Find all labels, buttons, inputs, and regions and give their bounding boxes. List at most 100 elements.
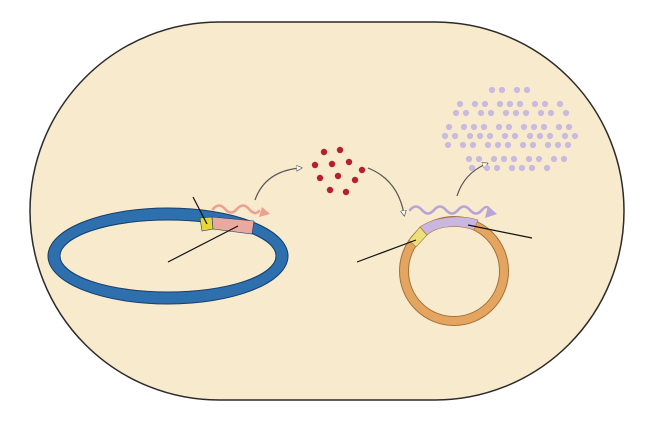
protein-dot-red bbox=[358, 166, 366, 174]
chromosome-outline-outer bbox=[47, 207, 289, 305]
plasmid-pointer-line-right bbox=[467, 224, 533, 239]
protein-dot-lavender bbox=[468, 164, 476, 172]
protein-dot-lavender bbox=[451, 132, 459, 140]
protein-dot-lavender bbox=[522, 109, 530, 117]
protein-dot-lavender bbox=[445, 123, 453, 131]
protein-dot-lavender bbox=[519, 141, 527, 149]
protein-dot-lavender bbox=[512, 109, 520, 117]
protein-dot-lavender bbox=[535, 155, 543, 163]
protein-dot-red bbox=[345, 158, 353, 166]
protein-dot-lavender bbox=[486, 132, 494, 140]
protein-dot-lavender bbox=[498, 86, 506, 94]
protein-dot-lavender bbox=[510, 155, 518, 163]
chromosome bbox=[47, 196, 289, 305]
protein-dot-lavender bbox=[547, 109, 555, 117]
plasmid-gene-lavender bbox=[419, 216, 479, 236]
protein-dot-lavender bbox=[480, 123, 488, 131]
protein-dot-lavender bbox=[528, 164, 536, 172]
protein-dot-lavender bbox=[556, 100, 564, 108]
protein-dot-lavender bbox=[452, 109, 460, 117]
protein-dot-lavender bbox=[476, 132, 484, 140]
protein-dot-lavender bbox=[469, 141, 477, 149]
chromosome-ring-icon bbox=[48, 208, 288, 304]
protein-dot-lavender bbox=[516, 100, 524, 108]
protein-cluster-red bbox=[311, 146, 366, 196]
protein-dot-lavender bbox=[529, 141, 537, 149]
protein-dot-lavender bbox=[561, 132, 569, 140]
protein-cloud-lavender bbox=[441, 86, 579, 172]
protein-dot-lavender bbox=[475, 155, 483, 163]
protein-dot-lavender bbox=[523, 86, 531, 94]
plasmid bbox=[356, 216, 533, 326]
protein-dot-lavender bbox=[466, 132, 474, 140]
protein-dot-red bbox=[351, 176, 359, 184]
protein-dot-lavender bbox=[456, 100, 464, 108]
protein-dot-lavender bbox=[513, 86, 521, 94]
protein-dot-lavender bbox=[490, 155, 498, 163]
protein-dot-lavender bbox=[508, 164, 516, 172]
wavy-mrna-icon bbox=[408, 205, 492, 215]
protein-dot-red bbox=[336, 146, 344, 154]
wavy-mrna-icon bbox=[211, 204, 261, 215]
chromosome-outline-inner bbox=[59, 219, 277, 293]
protein-dot-red bbox=[342, 188, 350, 196]
protein-dot-lavender bbox=[504, 141, 512, 149]
protein-dot-red bbox=[328, 160, 336, 168]
protein-dot-lavender bbox=[459, 141, 467, 149]
protein-dot-lavender bbox=[496, 100, 504, 108]
curved-arrow-icon bbox=[254, 168, 300, 201]
protein-dot-lavender bbox=[483, 164, 491, 172]
protein-dot-lavender bbox=[544, 141, 552, 149]
protein-dot-lavender bbox=[554, 141, 562, 149]
protein-dot-lavender bbox=[470, 123, 478, 131]
protein-dot-red bbox=[326, 186, 334, 194]
mrna-arrowhead bbox=[259, 207, 270, 217]
protein-dot-lavender bbox=[462, 109, 470, 117]
protein-dot-lavender bbox=[546, 132, 554, 140]
protein-dot-lavender bbox=[494, 141, 502, 149]
protein-dot-lavender bbox=[564, 141, 572, 149]
protein-dot-lavender bbox=[530, 123, 538, 131]
protein-dot-lavender bbox=[481, 100, 489, 108]
protein-dot-lavender bbox=[444, 141, 452, 149]
protein-dot-lavender bbox=[495, 123, 503, 131]
protein-dot-lavender bbox=[460, 123, 468, 131]
protein-dot-red bbox=[320, 148, 328, 156]
protein-dot-lavender bbox=[465, 155, 473, 163]
protein-dot-lavender bbox=[505, 123, 513, 131]
protein-dot-lavender bbox=[565, 123, 573, 131]
protein-dot-lavender bbox=[525, 155, 533, 163]
protein-dot-red bbox=[316, 174, 324, 182]
protein-dot-lavender bbox=[518, 164, 526, 172]
curved-arrow-icon bbox=[456, 164, 486, 197]
protein-dot-lavender bbox=[555, 123, 563, 131]
protein-dot-lavender bbox=[536, 132, 544, 140]
protein-dot-lavender bbox=[502, 109, 510, 117]
protein-dot-lavender bbox=[560, 155, 568, 163]
protein-dot-lavender bbox=[571, 132, 579, 140]
protein-dot-lavender bbox=[487, 109, 495, 117]
plasmid-outline-outer bbox=[399, 216, 509, 326]
protein-dot-lavender bbox=[471, 100, 479, 108]
protein-dot-lavender bbox=[477, 109, 485, 117]
gene-coding-region-pink bbox=[211, 216, 255, 235]
protein-dot-lavender bbox=[550, 155, 558, 163]
protein-dot-lavender bbox=[488, 86, 496, 94]
protein-dot-lavender bbox=[531, 100, 539, 108]
protein-dot-lavender bbox=[526, 132, 534, 140]
protein-dot-lavender bbox=[543, 164, 551, 172]
protein-dot-lavender bbox=[506, 100, 514, 108]
protein-dot-lavender bbox=[493, 164, 501, 172]
protein-dot-lavender bbox=[511, 132, 519, 140]
protein-dot-red bbox=[311, 161, 319, 169]
chromosome-pointer-line-lower bbox=[167, 225, 239, 263]
cell-body bbox=[29, 21, 625, 401]
protein-dot-lavender bbox=[441, 132, 449, 140]
protein-dot-red bbox=[334, 172, 342, 180]
curved-arrow-icon bbox=[367, 167, 404, 214]
protein-dot-lavender bbox=[541, 100, 549, 108]
mrna-arrowhead bbox=[485, 206, 497, 218]
protein-dot-lavender bbox=[520, 123, 528, 131]
